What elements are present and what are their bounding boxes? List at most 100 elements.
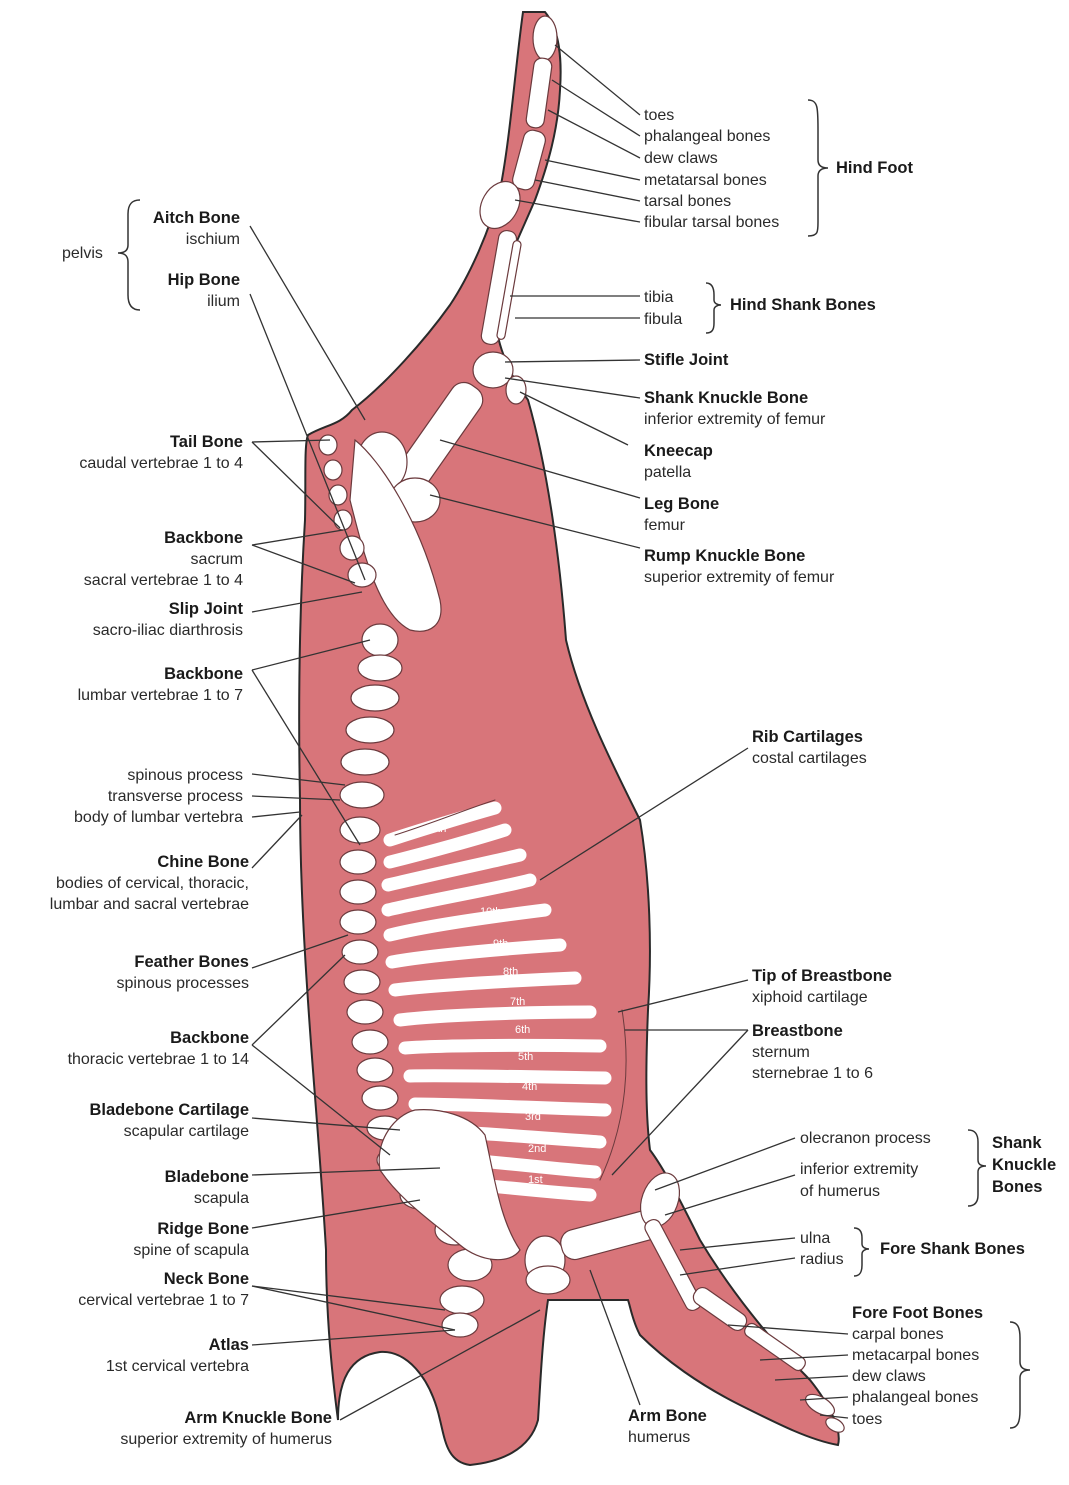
- label-tibia: tibia: [644, 287, 673, 308]
- tail-sub: caudal vertebrae 1 to 4: [79, 453, 243, 474]
- rib-cartilages-sub: costal cartilages: [752, 748, 867, 769]
- label-backbone-sacrum: Backbone sacrum sacral vertebrae 1 to 4: [84, 528, 243, 591]
- label-fibula: fibula: [644, 309, 682, 330]
- label-olecranon: olecranon process: [800, 1128, 931, 1149]
- label-carpal: carpal bones: [852, 1324, 944, 1345]
- label-metatarsal: metatarsal bones: [644, 170, 767, 191]
- shank-knuckle-sub: inferior extremity of femur: [644, 409, 825, 430]
- arm-bone-sub: humerus: [628, 1427, 707, 1448]
- label-bladebone-cartilage: Bladebone Cartilage scapular cartilage: [89, 1100, 249, 1142]
- transverse-process-label: transverse process: [74, 786, 243, 807]
- kneecap-sub: patella: [644, 462, 713, 483]
- bladebone-title: Bladebone: [165, 1167, 249, 1188]
- label-leg-bone: Leg Bone femur: [644, 494, 719, 536]
- bladebone-sub: scapula: [165, 1188, 249, 1209]
- label-dew-claws-fore: dew claws: [852, 1366, 926, 1387]
- rib-number-label: 11th: [465, 886, 486, 898]
- backbone-thoracic-sub: thoracic vertebrae 1 to 14: [68, 1049, 249, 1070]
- backbone-sacrum-sub1: sacrum: [84, 549, 243, 570]
- label-tip-breastbone: Tip of Breastbone xiphoid cartilage: [752, 966, 892, 1008]
- label-inferior-humerus-1: inferior extremity: [800, 1159, 918, 1180]
- body-lumbar-label: body of lumbar vertebra: [74, 807, 243, 828]
- rib-number-label: 8th: [503, 966, 518, 978]
- slip-sub: sacro-iliac diarthrosis: [93, 620, 243, 641]
- aitch-sub: ischium: [153, 229, 240, 250]
- label-fibular-tarsal: fibular tarsal bones: [644, 212, 779, 233]
- label-backbone-lumbar: Backbone lumbar vertebrae 1 to 7: [78, 664, 243, 706]
- label-metacarpal: metacarpal bones: [852, 1345, 979, 1366]
- label-radius: radius: [800, 1249, 844, 1270]
- bladebone-cart-title: Bladebone Cartilage: [89, 1100, 249, 1121]
- ridge-title: Ridge Bone: [133, 1219, 249, 1240]
- group-fore-shank: Fore Shank Bones: [880, 1239, 1025, 1260]
- label-pelvis: pelvis: [62, 243, 103, 264]
- backbone-lumbar-sub: lumbar vertebrae 1 to 7: [78, 685, 243, 706]
- aitch-title: Aitch Bone: [153, 208, 240, 229]
- arm-knuckle-title: Arm Knuckle Bone: [120, 1408, 332, 1429]
- neck-title: Neck Bone: [78, 1269, 249, 1290]
- group-hind-foot: Hind Foot: [836, 158, 913, 179]
- rib-number-label: 6th: [515, 1024, 530, 1036]
- label-bladebone: Bladebone scapula: [165, 1167, 249, 1209]
- group-shank-knuckle-2: Knuckle: [992, 1155, 1056, 1176]
- breastbone-sub2: sternebrae 1 to 6: [752, 1063, 873, 1084]
- chine-sub2: lumbar and sacral vertebrae: [50, 894, 249, 915]
- leg-bone-sub: femur: [644, 515, 719, 536]
- hip-sub: ilium: [168, 291, 240, 312]
- group-shank-knuckle-3: Bones: [992, 1177, 1042, 1198]
- label-shank-knuckle: Shank Knuckle Bone inferior extremity of…: [644, 388, 825, 430]
- leg-bone-title: Leg Bone: [644, 494, 719, 515]
- arm-knuckle-sub: superior extremity of humerus: [120, 1429, 332, 1450]
- label-arm-knuckle: Arm Knuckle Bone superior extremity of h…: [120, 1408, 332, 1450]
- label-phalangeal-hind: phalangeal bones: [644, 126, 770, 147]
- rib-number-label: 1st: [528, 1174, 543, 1186]
- rib-number-label: 4th: [522, 1081, 537, 1093]
- label-inferior-humerus-2: of humerus: [800, 1181, 880, 1202]
- rib-number-label: 3rd: [525, 1111, 541, 1123]
- label-hip-bone: Hip Bone ilium: [168, 270, 240, 312]
- rib-number-label: 7th: [510, 996, 525, 1008]
- rib-number-label: 14th: [425, 823, 446, 835]
- arm-bone-title: Arm Bone: [628, 1406, 707, 1427]
- rib-number-label: 12th: [452, 863, 473, 875]
- group-fore-foot: Fore Foot Bones: [852, 1303, 983, 1324]
- label-ulna: ulna: [800, 1228, 830, 1249]
- label-rib-cartilages: Rib Cartilages costal cartilages: [752, 727, 867, 769]
- backbone-sacrum-sub2: sacral vertebrae 1 to 4: [84, 570, 243, 591]
- rump-knuckle-sub: superior extremity of femur: [644, 567, 834, 588]
- label-atlas: Atlas 1st cervical vertebra: [106, 1335, 249, 1377]
- chine-sub1: bodies of cervical, thoracic,: [50, 873, 249, 894]
- rib-number-label: 9th: [493, 938, 508, 950]
- group-shank-knuckle-1: Shank: [992, 1133, 1042, 1154]
- tip-breastbone-sub: xiphoid cartilage: [752, 987, 892, 1008]
- breastbone-sub1: sternum: [752, 1042, 873, 1063]
- label-chine-bone: Chine Bone bodies of cervical, thoracic,…: [50, 852, 249, 915]
- label-aitch-bone: Aitch Bone ischium: [153, 208, 240, 250]
- label-toes-hind: toes: [644, 105, 674, 126]
- label-stifle-joint: Stifle Joint: [644, 350, 728, 371]
- feather-sub: spinous processes: [116, 973, 249, 994]
- label-kneecap: Kneecap patella: [644, 441, 713, 483]
- label-breastbone: Breastbone sternum sternebrae 1 to 6: [752, 1021, 873, 1084]
- bladebone-cart-sub: scapular cartilage: [89, 1121, 249, 1142]
- group-hind-shank: Hind Shank Bones: [730, 295, 876, 316]
- slip-title: Slip Joint: [93, 599, 243, 620]
- label-rump-knuckle: Rump Knuckle Bone superior extremity of …: [644, 546, 834, 588]
- tip-breastbone-title: Tip of Breastbone: [752, 966, 892, 987]
- backbone-lumbar-title: Backbone: [78, 664, 243, 685]
- backbone-thoracic-title: Backbone: [68, 1028, 249, 1049]
- ridge-sub: spine of scapula: [133, 1240, 249, 1261]
- label-lumbar-parts: spinous process transverse process body …: [74, 765, 243, 828]
- feather-title: Feather Bones: [116, 952, 249, 973]
- rib-number-label: 2nd: [528, 1143, 546, 1155]
- tail-title: Tail Bone: [79, 432, 243, 453]
- label-arm-bone: Arm Bone humerus: [628, 1406, 707, 1448]
- rib-cartilages-title: Rib Cartilages: [752, 727, 867, 748]
- label-ridge-bone: Ridge Bone spine of scapula: [133, 1219, 249, 1261]
- label-toes-fore: toes: [852, 1409, 882, 1430]
- chine-title: Chine Bone: [50, 852, 249, 873]
- label-tarsal: tarsal bones: [644, 191, 731, 212]
- kneecap-title: Kneecap: [644, 441, 713, 462]
- label-backbone-thoracic: Backbone thoracic vertebrae 1 to 14: [68, 1028, 249, 1070]
